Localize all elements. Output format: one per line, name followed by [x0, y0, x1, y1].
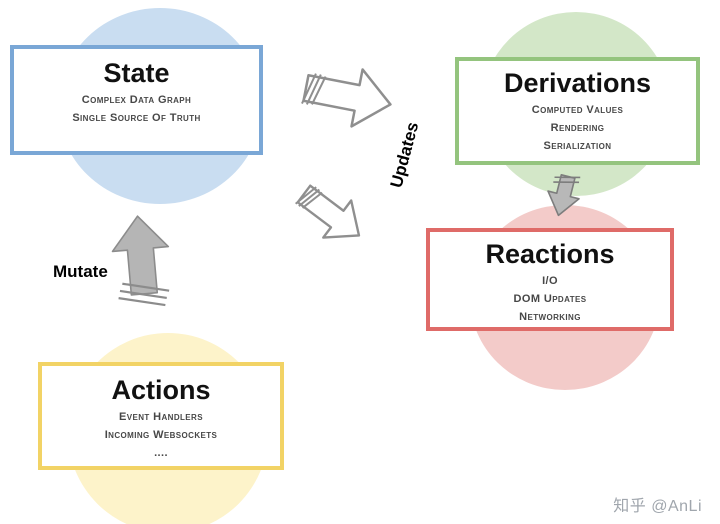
state-subtitle: Single Source Of Truth	[72, 111, 201, 124]
actions-title: Actions	[111, 375, 211, 405]
actions-subtitle: ....	[154, 447, 168, 460]
state-to-derivations-arrow-icon	[301, 68, 392, 128]
derivations-subtitle: Rendering	[550, 121, 605, 134]
reactions-subtitle: DOM Updates	[513, 292, 587, 305]
state-subtitle: Complex Data Graph	[81, 93, 192, 106]
state-title: State	[103, 58, 170, 88]
reactions-subtitle: Networking	[519, 311, 581, 324]
updates-label: Updates	[386, 120, 423, 190]
mutate-label: Mutate	[53, 262, 108, 281]
watermark: 知乎 @AnLi	[613, 498, 702, 515]
actions-subtitle: Event Handlers	[119, 410, 203, 423]
derivations-title: Derivations	[503, 68, 652, 98]
derivations-node: Derivations Computed Values Rendering Se…	[455, 57, 700, 165]
state-node: State Complex Data Graph Single Source O…	[10, 45, 263, 155]
actions-node: Actions Event Handlers Incoming Websocke…	[38, 362, 284, 470]
state-to-reactions-arrow-icon	[295, 184, 361, 239]
reactions-subtitle: I/O	[542, 274, 558, 287]
actions-subtitle: Incoming Websockets	[104, 428, 218, 441]
derivations-subtitle: Serialization	[543, 140, 612, 153]
reactions-node: Reactions I/O DOM Updates Networking	[426, 228, 674, 331]
actions-to-state-arrow-icon	[111, 215, 170, 307]
derivations-subtitle: Computed Values	[531, 103, 624, 116]
reactions-title: Reactions	[485, 239, 615, 269]
